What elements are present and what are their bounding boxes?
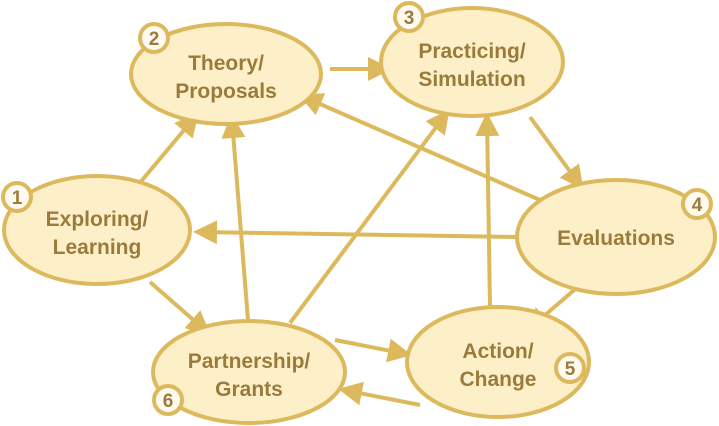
node-label-line2: Proposals — [175, 80, 277, 103]
badge-number: 4 — [692, 195, 703, 216]
node-evaluations[interactable]: Evaluations 4 — [515, 178, 717, 296]
arrow-5-to-3 — [475, 112, 500, 308]
node-label-line1: Partnership/ — [188, 350, 311, 373]
node-label-line2: Change — [459, 368, 536, 391]
number-badge: 2 — [138, 22, 170, 54]
badge-number: 1 — [12, 188, 23, 209]
node-action[interactable]: Action/Change 5 — [405, 305, 591, 419]
node-label-line1: Exploring/ — [46, 208, 149, 231]
arrow-4-to-1 — [193, 220, 521, 245]
arrow-5-to-6 — [338, 381, 421, 407]
badge-number: 2 — [149, 29, 160, 50]
number-badge: 5 — [554, 352, 586, 384]
arrow-1-to-2 — [136, 112, 199, 187]
arrow-6-to-5 — [334, 338, 412, 363]
node-label-line1: Evaluations — [557, 227, 675, 250]
number-badge: 3 — [393, 1, 425, 33]
node-ellipse — [379, 6, 565, 118]
badge-number: 6 — [163, 391, 174, 412]
number-badge: 4 — [681, 188, 713, 220]
node-label-line2: Grants — [215, 378, 283, 401]
node-practicing[interactable]: Practicing/Simulation 3 — [379, 1, 565, 118]
badge-number: 5 — [565, 359, 576, 380]
arrow-1-to-6 — [148, 280, 211, 335]
node-ellipse — [129, 22, 323, 126]
arrow-6-to-2 — [221, 114, 250, 321]
number-badge: 6 — [152, 384, 184, 416]
node-theory[interactable]: Theory/Proposals 2 — [129, 22, 323, 126]
arrow-6-to-3 — [288, 109, 450, 325]
node-exploring[interactable]: Exploring/Learning 1 — [1, 174, 192, 286]
arrow-3-to-4 — [528, 115, 584, 190]
node-ellipse — [515, 178, 717, 296]
node-ellipse — [151, 319, 347, 425]
badge-number: 3 — [404, 8, 415, 29]
node-label-line2: Simulation — [418, 68, 525, 91]
node-label-line1: Practicing/ — [418, 40, 526, 63]
node-label-line1: Action/ — [462, 340, 533, 363]
node-ellipse — [405, 305, 591, 419]
number-badge: 1 — [1, 181, 33, 213]
node-ellipse — [2, 174, 192, 286]
node-label-line2: Learning — [53, 236, 142, 259]
node-label-line1: Theory/ — [188, 52, 264, 75]
node-partnership[interactable]: Partnership/Grants 6 — [151, 319, 347, 425]
